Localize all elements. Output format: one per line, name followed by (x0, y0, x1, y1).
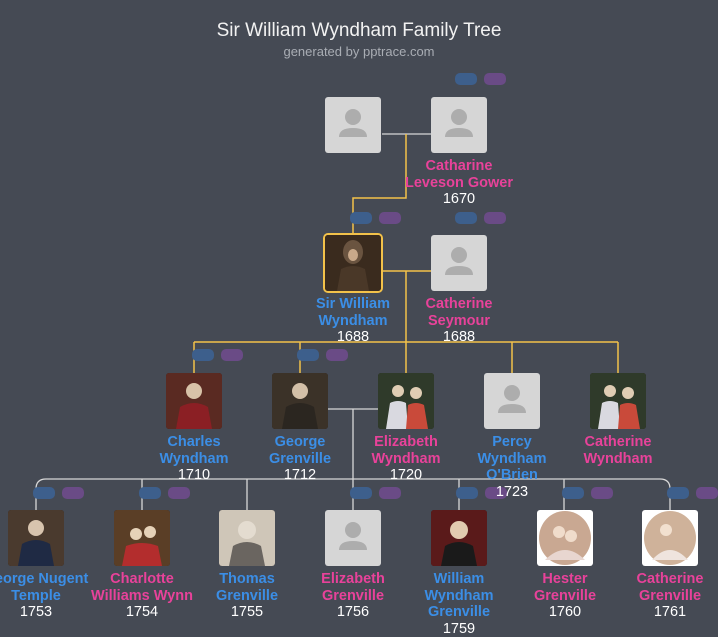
portrait-photo (272, 373, 328, 429)
person-name: Catharine Leveson Gower (405, 158, 513, 191)
person-card-grandchild[interactable]: Hester Grenville 1760 (510, 510, 620, 620)
portrait-photo (431, 510, 487, 566)
portrait-photo (8, 510, 64, 566)
person-birth-year: 1723 (495, 483, 529, 500)
person-card-child[interactable]: Charles Wyndham 1710 (139, 373, 249, 483)
person-birth-year: 1670 (442, 191, 476, 207)
portrait-photo (325, 235, 381, 291)
expand-mother-button[interactable] (221, 349, 243, 361)
person-card-child[interactable]: Elizabeth Wyndham 1720 (351, 373, 461, 483)
person-birth-year: 1712 (283, 467, 317, 483)
expand-father-button[interactable] (33, 487, 55, 499)
expand-father-button[interactable] (456, 487, 478, 499)
expand-mother-button[interactable] (484, 73, 506, 85)
person-birth-year: 1720 (389, 467, 423, 483)
person-name: Elizabeth Wyndham (371, 434, 441, 467)
person-name: Elizabeth Grenville (321, 571, 385, 604)
person-card-grandchild[interactable]: Catherine Grenville 1761 (615, 510, 718, 620)
expand-father-button[interactable] (139, 487, 161, 499)
page-title: Sir William Wyndham Family Tree (216, 20, 502, 41)
person-card-child[interactable]: Percy Wyndham O'Brien 1723 (457, 373, 567, 500)
expand-mother-button[interactable] (62, 487, 84, 499)
person-name: Thomas Grenville (215, 571, 279, 604)
expand-father-button[interactable] (667, 487, 689, 499)
person-card-grandchild[interactable]: Thomas Grenville 1755 (192, 510, 302, 620)
person-name: Catherine Grenville (636, 571, 704, 604)
avatar-placeholder-icon (325, 97, 381, 153)
person-birth-year: 1760 (548, 604, 582, 620)
person-name: Catherine Seymour (425, 296, 493, 329)
portrait-photo (590, 373, 646, 429)
expand-mother-button[interactable] (696, 487, 718, 499)
person-birth-year: 1754 (125, 604, 159, 620)
expand-father-button[interactable] (192, 349, 214, 361)
person-name: Hester Grenville (533, 571, 597, 604)
portrait-photo (219, 510, 275, 566)
expand-mother-button[interactable] (591, 487, 613, 499)
expand-father-button[interactable] (297, 349, 319, 361)
expand-father-button[interactable] (455, 212, 477, 224)
portrait-photo (642, 510, 698, 566)
person-card-mother[interactable]: Catharine Leveson Gower 1670 (404, 97, 514, 207)
expand-father-button[interactable] (350, 487, 372, 499)
person-birth-year: 1753 (19, 604, 53, 620)
person-card-father[interactable] (298, 97, 408, 153)
person-birth-year: 1755 (230, 604, 264, 620)
expand-father-button[interactable] (455, 73, 477, 85)
person-birth-year: 1688 (336, 329, 370, 345)
portrait-photo (166, 373, 222, 429)
person-name: Percy Wyndham O'Brien (477, 434, 547, 483)
expand-mother-button[interactable] (168, 487, 190, 499)
person-card-spouse[interactable]: Catherine Seymour 1688 (404, 235, 514, 345)
expand-mother-button[interactable] (326, 349, 348, 361)
expand-mother-button[interactable] (484, 212, 506, 224)
person-name: Sir William Wyndham (315, 296, 390, 329)
person-birth-year: 1688 (442, 329, 476, 345)
portrait-photo (378, 373, 434, 429)
person-card-subject[interactable]: Sir William Wyndham 1688 (298, 235, 408, 345)
person-name: George Nugent Temple (0, 571, 89, 604)
person-name: Charlotte Williams Wynn (91, 571, 193, 604)
person-card-child[interactable]: Catherine Wyndham (563, 373, 673, 467)
person-name: Catherine Wyndham (583, 434, 653, 467)
expand-father-button[interactable] (562, 487, 584, 499)
person-card-grandchild[interactable]: William Wyndham Grenville 1759 (404, 510, 514, 637)
person-birth-year: 1756 (336, 604, 370, 620)
person-name: Charles Wyndham (159, 434, 229, 467)
person-birth-year: 1761 (653, 604, 687, 620)
portrait-photo (537, 510, 593, 566)
expand-mother-button[interactable] (379, 212, 401, 224)
person-card-grandchild[interactable]: Elizabeth Grenville 1756 (298, 510, 408, 620)
person-card-grandchild[interactable]: Charlotte Williams Wynn 1754 (87, 510, 197, 620)
person-name: William Wyndham Grenville (424, 571, 494, 620)
avatar-placeholder-icon (431, 235, 487, 291)
person-birth-year: 1710 (177, 467, 211, 483)
avatar-placeholder-icon (431, 97, 487, 153)
expand-mother-button[interactable] (379, 487, 401, 499)
person-name: George Grenville (268, 434, 332, 467)
expand-mother-button[interactable] (485, 487, 507, 499)
avatar-placeholder-icon (484, 373, 540, 429)
person-birth-year: 1759 (442, 620, 476, 637)
person-card-grandchild[interactable]: George Nugent Temple 1753 (0, 510, 91, 620)
expand-father-button[interactable] (350, 212, 372, 224)
person-card-child[interactable]: George Grenville 1712 (245, 373, 355, 483)
portrait-photo (114, 510, 170, 566)
page-subtitle: generated by pptrace.com (283, 44, 435, 59)
avatar-placeholder-icon (325, 510, 381, 566)
